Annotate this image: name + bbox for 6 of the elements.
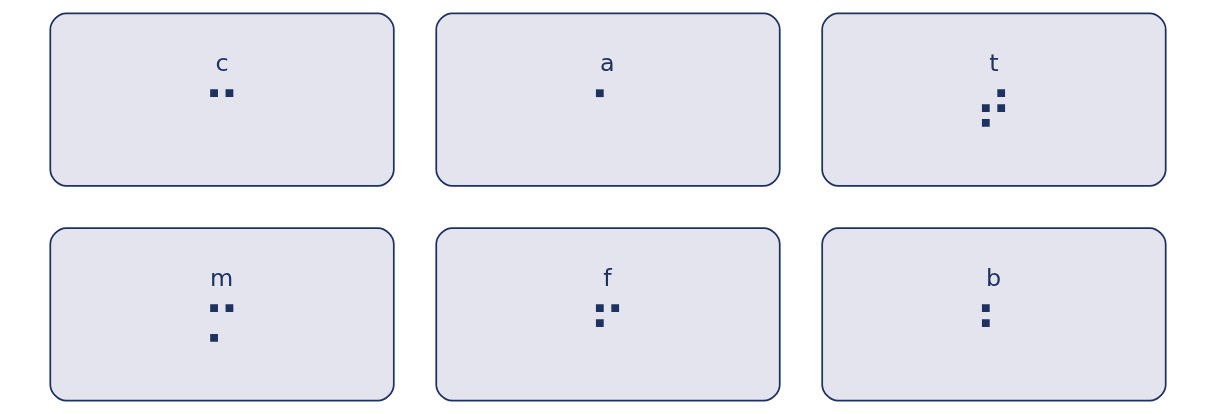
node-box: t ⠞ — [820, 12, 1167, 187]
node-box: b ⠃ — [820, 227, 1167, 402]
node-box: m ⠍ — [48, 227, 395, 402]
node-box: c ⠉ — [48, 12, 395, 187]
node-box: a ⠁ — [434, 12, 781, 187]
node-box: f ⠋ — [434, 227, 781, 402]
